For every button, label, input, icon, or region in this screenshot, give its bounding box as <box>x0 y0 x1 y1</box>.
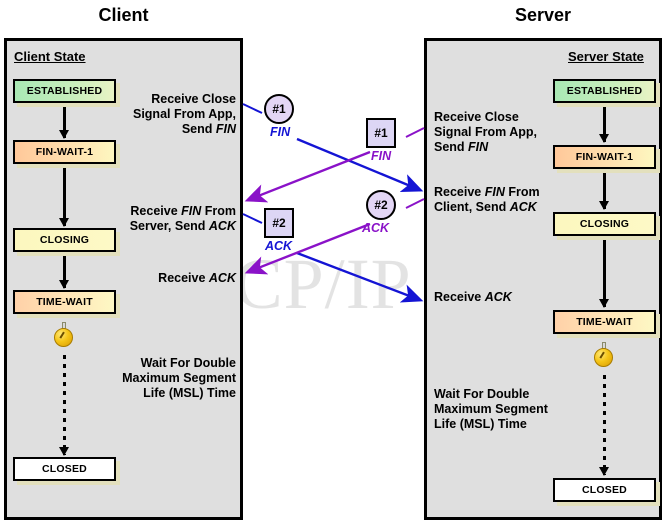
client-state-closing: CLOSING <box>13 228 116 252</box>
server-state-established: ESTABLISHED <box>553 79 656 103</box>
server-message-marker-2: #2 <box>366 190 396 220</box>
client-state-fin-wait-1: FIN-WAIT-1 <box>13 140 116 164</box>
server-message-marker-1: #1 <box>366 118 396 148</box>
client-event-receive-ack: Receive ACK <box>158 271 236 285</box>
server-panel <box>424 38 662 520</box>
server-state-heading: Server State <box>568 49 644 64</box>
server-arrow-closing-to-timewait <box>599 238 610 308</box>
client-message-label-2: ACK <box>265 239 293 253</box>
server-message-label-1: FIN <box>371 149 392 163</box>
server-event-receive-ack: Receive ACK <box>434 290 512 304</box>
server-title: Server <box>514 5 572 25</box>
server-arrow-established-to-finwait <box>599 105 610 143</box>
client-arrow-established-to-finwait <box>59 105 70 139</box>
server-state-closed: CLOSED <box>553 478 656 502</box>
client-state-closed: CLOSED <box>13 457 116 481</box>
client-state-established: ESTABLISHED <box>13 79 116 103</box>
server-message-label-2: ACK <box>362 221 390 235</box>
client-state-heading: Client State <box>14 49 86 64</box>
server-state-closing: CLOSING <box>553 212 656 236</box>
client-stopwatch-icon <box>53 322 75 348</box>
client-message-marker-2: #2 <box>264 208 294 238</box>
client-message-label-1: FIN <box>270 125 291 139</box>
client-panel <box>4 38 243 520</box>
server-state-fin-wait-1: FIN-WAIT-1 <box>553 145 656 169</box>
client-title: Client <box>98 5 149 25</box>
server-stopwatch-icon <box>593 342 615 368</box>
server-state-time-wait: TIME-WAIT <box>553 310 656 334</box>
client-arrow-finwait-to-closing <box>59 166 70 227</box>
client-message-marker-1: #1 <box>264 94 294 124</box>
server-arrow-timewait-to-closed <box>599 375 610 476</box>
client-arrow-timewait-to-closed <box>59 355 70 456</box>
server-arrow-finwait-to-closing <box>599 171 610 210</box>
client-arrow-closing-to-timewait <box>59 254 70 289</box>
client-state-time-wait: TIME-WAIT <box>13 290 116 314</box>
